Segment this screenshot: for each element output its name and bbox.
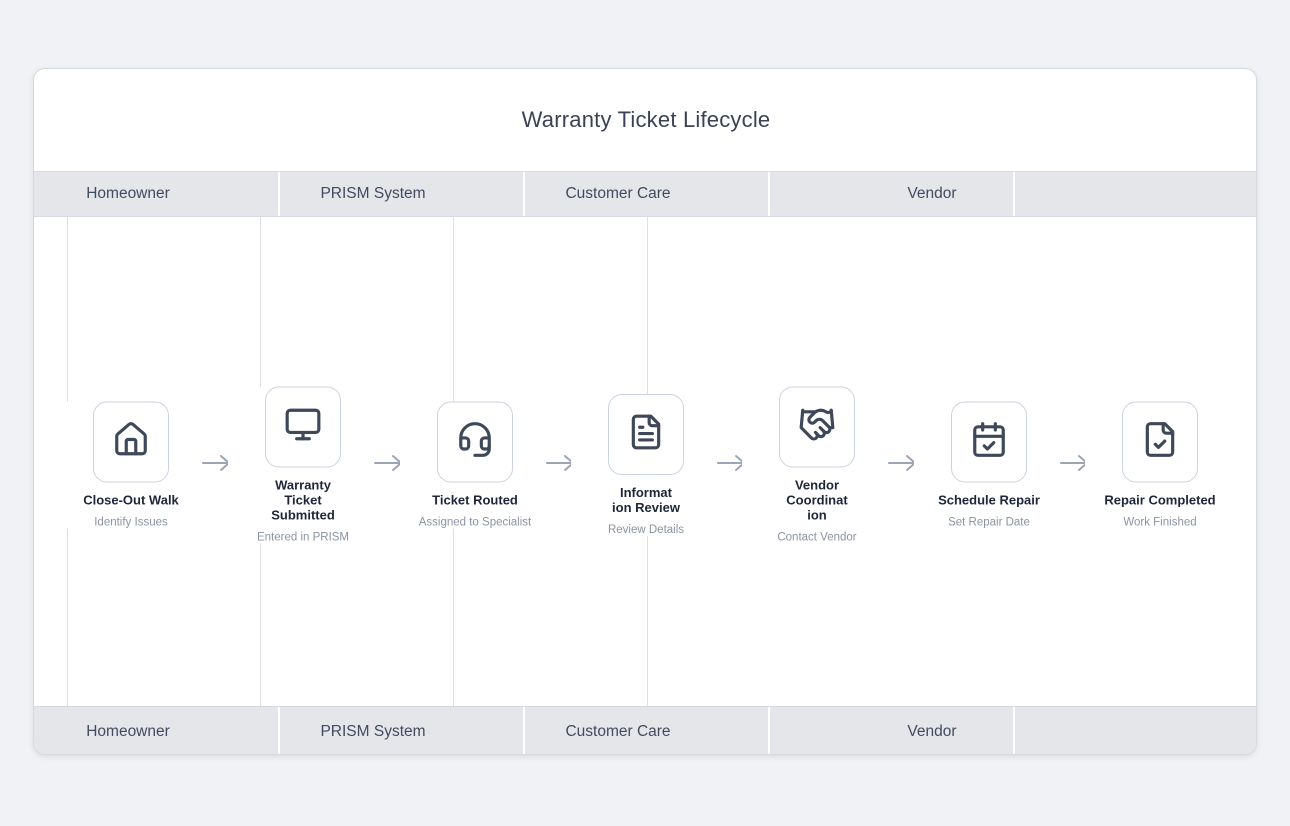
lane-separator — [523, 707, 525, 754]
monitor-icon — [284, 406, 322, 449]
file-text-icon — [627, 413, 665, 456]
lane-label-homeowner: Homeowner — [86, 722, 170, 740]
step-subtitle: Review Details — [607, 524, 685, 536]
step-title: Vendor Coordinat ion — [786, 477, 848, 523]
lane-label-customer-care: Customer Care — [565, 185, 671, 202]
step-title: Ticket Routed — [432, 492, 518, 508]
lane-separator — [1013, 707, 1015, 754]
step-title: Repair Completed — [1104, 492, 1216, 508]
step-subtitle: Identify Issues — [94, 516, 168, 529]
step-title: Warranty Ticket Submitted — [271, 477, 335, 523]
headset-icon — [456, 421, 494, 464]
title-area: Warranty Ticket Lifecycle — [34, 69, 1256, 171]
step-subtitle: Entered in PRISM — [256, 531, 350, 544]
step-icon-box — [93, 401, 169, 483]
lane-label-customer-care: Customer Care — [565, 722, 671, 740]
calendar-check-icon — [970, 421, 1008, 464]
lane-separator — [1013, 172, 1015, 216]
lane-separator — [278, 707, 280, 754]
step-subtitle: Assigned to Specialist — [418, 516, 532, 529]
step-title: Informat ion Review — [612, 485, 680, 515]
step-subtitle: Work Finished — [1123, 516, 1197, 529]
step-icon-box — [608, 394, 684, 475]
house-icon — [112, 421, 150, 464]
step-icon-box — [1122, 401, 1198, 483]
step-icon-box — [951, 401, 1027, 483]
file-check-icon — [1141, 421, 1179, 464]
step-title: Close-Out Walk — [83, 492, 179, 508]
diagram-title: Warranty Ticket Lifecycle — [521, 107, 771, 132]
lane-header-band: Homeowner PRISM System Customer Care Vendor — [34, 171, 1256, 217]
step-subtitle: Contact Vendor — [777, 531, 857, 544]
step-subtitle: Set Repair Date — [948, 516, 1030, 529]
lane-label-homeowner: Homeowner — [86, 185, 170, 202]
step-title: Schedule Repair — [938, 492, 1040, 508]
lane-separator — [768, 707, 770, 754]
step-icon-box — [779, 386, 855, 468]
lane-separator — [768, 172, 770, 216]
lane-footer-band: Homeowner PRISM System Customer Care Vendor — [34, 706, 1256, 754]
lane-separator — [278, 172, 280, 216]
lane-label-prism-system: PRISM System — [320, 185, 426, 202]
lane-separator — [523, 172, 525, 216]
lane-label-vendor: Vendor — [907, 722, 957, 740]
step-icon-box — [437, 401, 513, 483]
lane-label-prism-system: PRISM System — [320, 722, 426, 740]
step-icon-box — [265, 386, 341, 468]
handshake-icon — [798, 406, 836, 449]
lane-label-vendor: Vendor — [907, 185, 957, 202]
